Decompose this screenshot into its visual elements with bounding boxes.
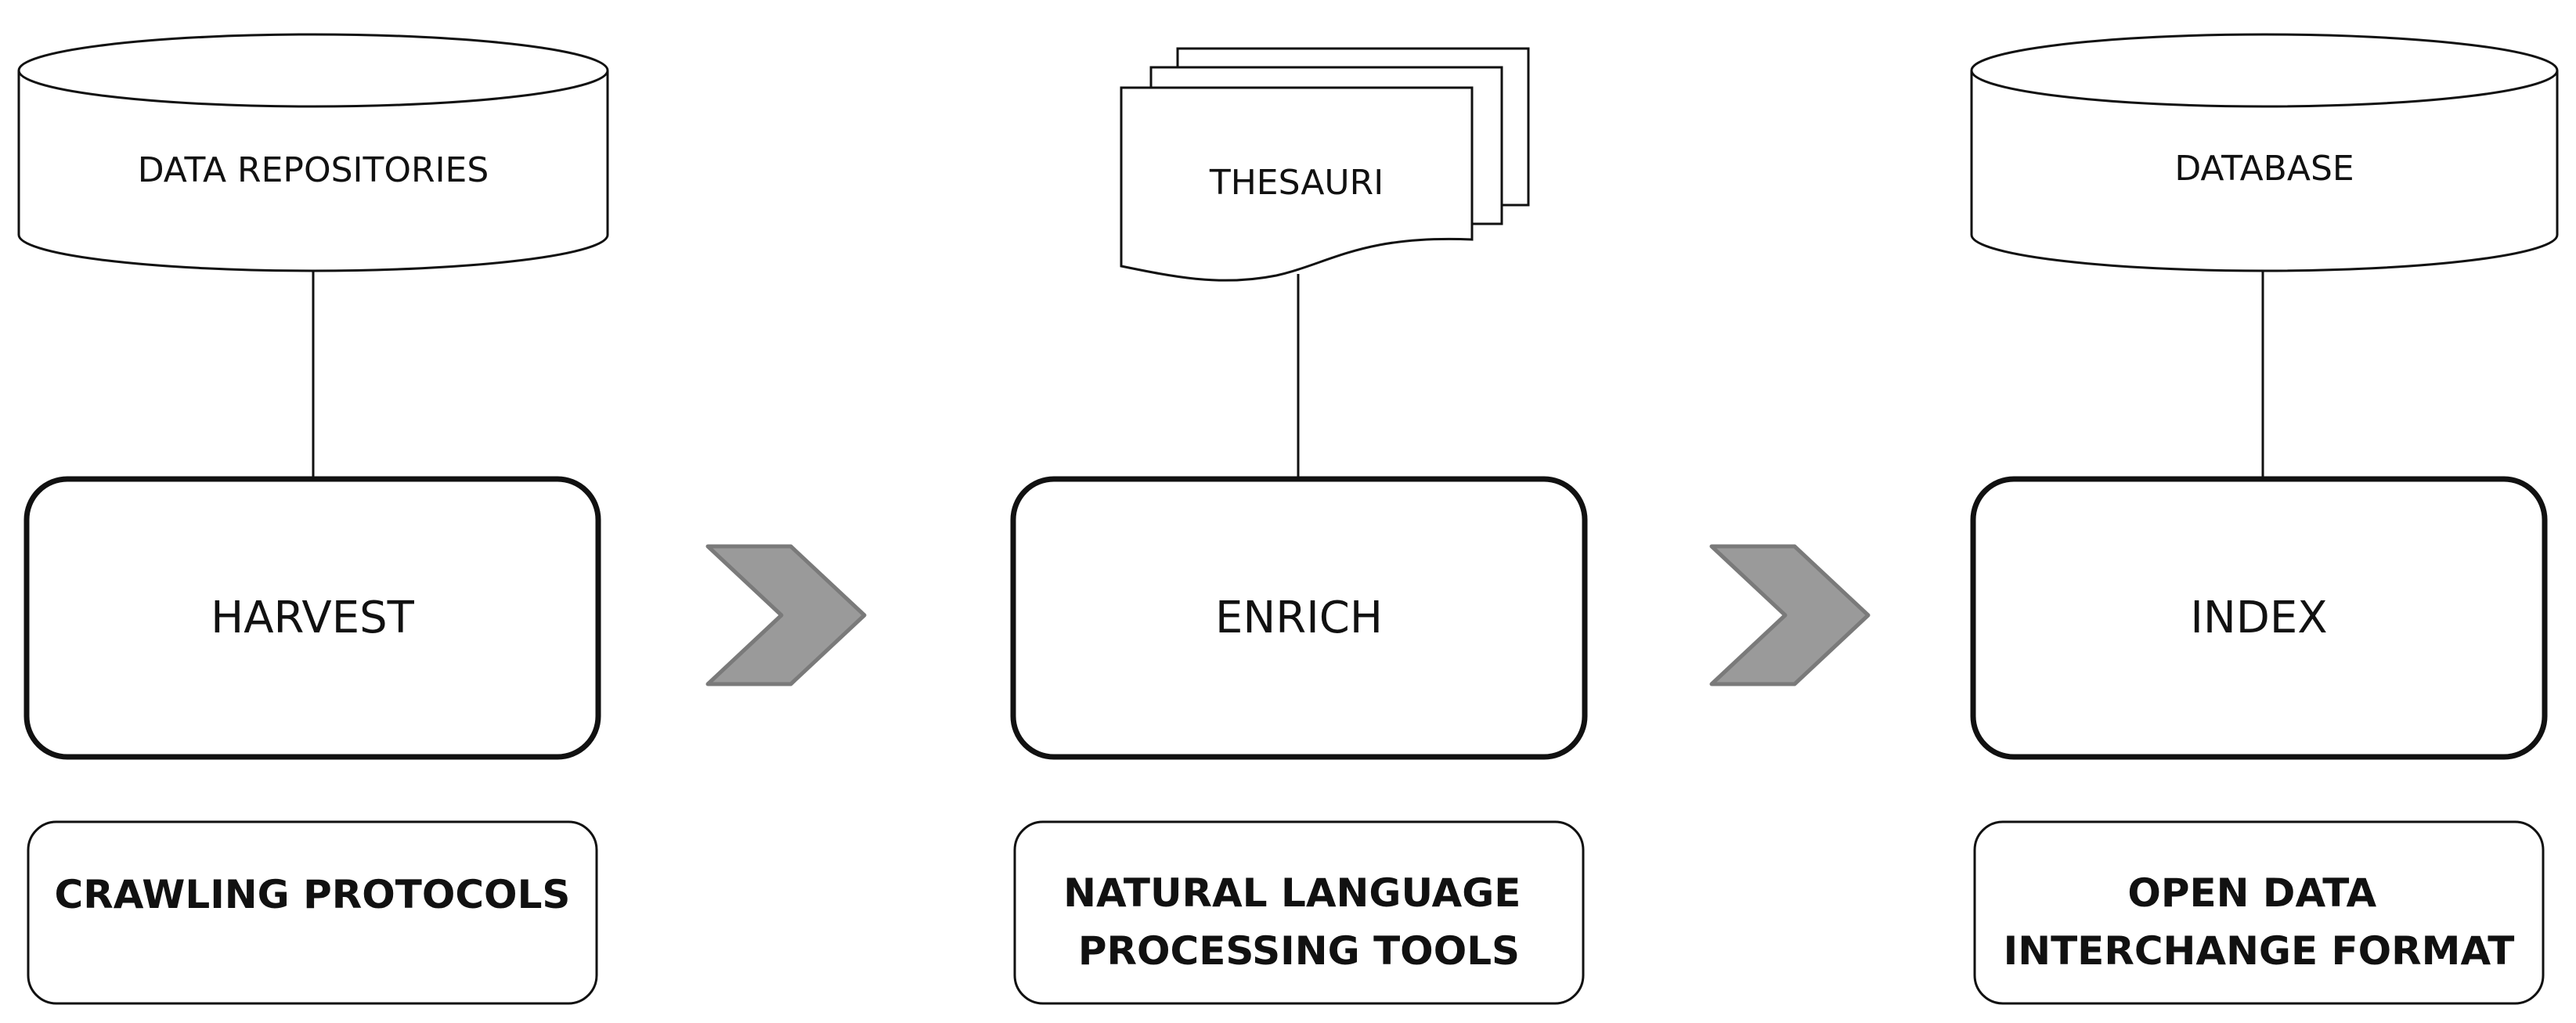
multi-document-icon <box>1120 47 1530 282</box>
stage-title-enrich: ENRICH <box>1215 593 1383 643</box>
stage-title-harvest: HARVEST <box>211 593 415 643</box>
tool-box-crawling <box>27 820 598 1005</box>
tool-box-open-data <box>1973 820 2545 1005</box>
source-label-data-repositories: DATA REPOSITORIES <box>138 150 489 190</box>
stage-index: DATABASE INDEX OPEN DATA INTERCHANGE FOR… <box>1970 33 2559 1005</box>
source-label-database: DATABASE <box>2174 149 2354 189</box>
chevron-right-icon <box>1709 544 1871 686</box>
stage-title-index: INDEX <box>2190 593 2327 643</box>
database-cylinder-icon <box>17 33 609 272</box>
stage-harvest: DATA REPOSITORIES HARVEST CRAWLING PROTO… <box>17 33 609 1005</box>
tool-label-nlp: NATURAL LANGUAGE PROCESSING TOOLS <box>1063 870 1535 974</box>
tool-line: PROCESSING TOOLS <box>1078 928 1520 974</box>
tool-box-nlp <box>1013 820 1585 1005</box>
source-label-thesauri: THESAURI <box>1209 163 1384 203</box>
stage-box-index <box>1970 476 2548 760</box>
tool-label-open-data: OPEN DATA INTERCHANGE FORMAT <box>2004 870 2515 974</box>
tool-line: INTERCHANGE FORMAT <box>2004 928 2515 974</box>
tool-line: OPEN DATA <box>2127 870 2376 916</box>
stage-box-enrich <box>1010 476 1588 760</box>
tool-label-crawling: CRAWLING PROTOCOLS <box>55 872 571 917</box>
stage-enrich: THESAURI ENRICH NATURAL LANGUAGE PROCESS… <box>1010 47 1588 1005</box>
stage-box-harvest <box>23 476 601 760</box>
tool-line: CRAWLING PROTOCOLS <box>55 872 571 917</box>
chevron-right-icon <box>705 544 867 686</box>
tool-line: NATURAL LANGUAGE <box>1063 870 1521 916</box>
database-cylinder-icon <box>1970 33 2559 272</box>
